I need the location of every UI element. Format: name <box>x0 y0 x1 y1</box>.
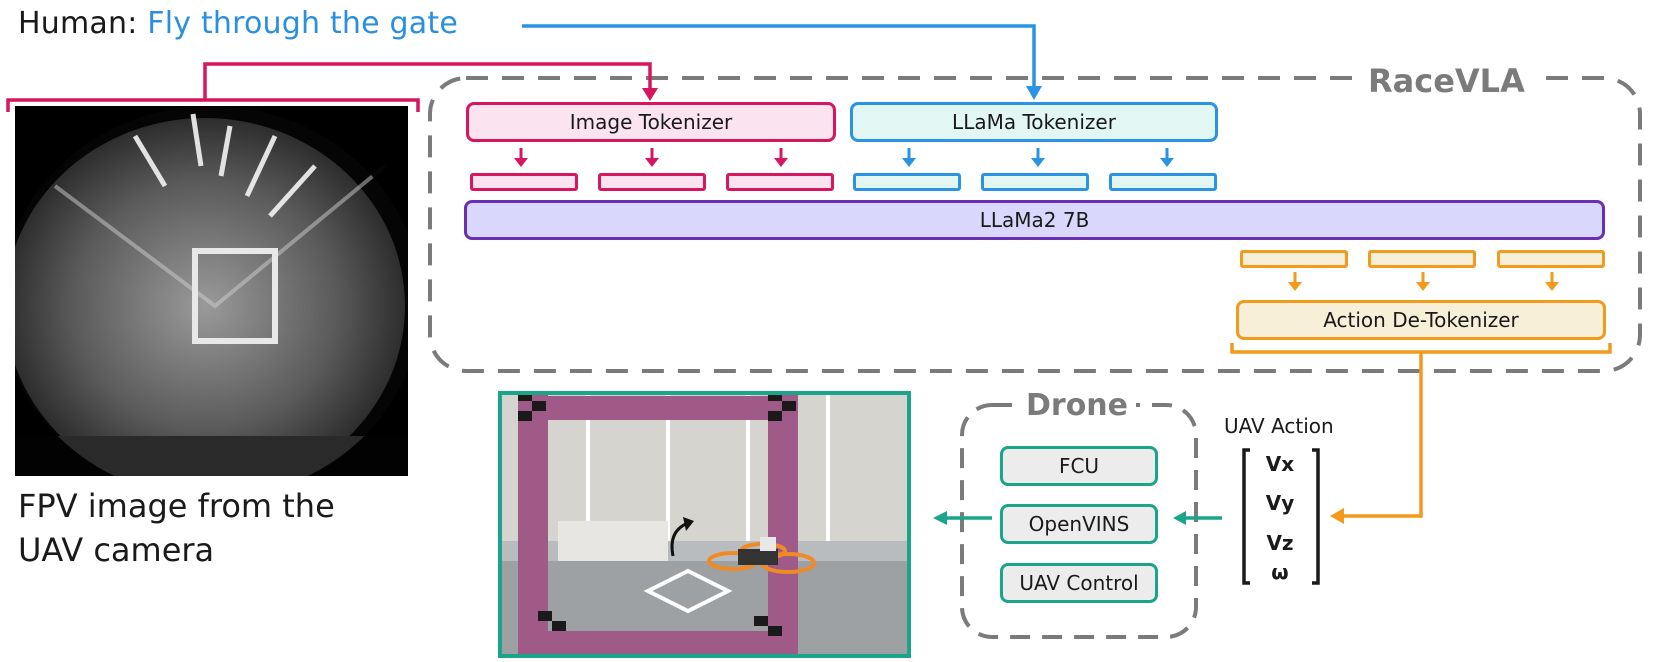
vy-component: Vy <box>1265 491 1295 515</box>
fpv-camera-image <box>15 106 408 476</box>
drone-container <box>960 403 1198 639</box>
openvins-module: OpenVINS <box>1000 504 1158 544</box>
uav-action-vector: Vx Vy Vz ω <box>1244 444 1316 584</box>
racevla-container <box>428 76 1642 373</box>
vector-right-bracket <box>1312 448 1320 585</box>
uav-action-label: UAV Action <box>1224 414 1334 438</box>
fpv-caption-line2: UAV camera <box>18 531 215 569</box>
text-token <box>853 173 961 191</box>
vector-left-bracket <box>1242 448 1250 585</box>
llama-tokenizer: LLaMa Tokenizer <box>850 102 1218 142</box>
instruction-text: Fly through the gate <box>147 6 458 41</box>
action-token <box>1497 250 1605 268</box>
llama-tokenizer-arrowhead <box>1026 86 1042 100</box>
text-token <box>1109 173 1217 191</box>
omega-component: ω <box>1271 560 1289 584</box>
vx-component: Vx <box>1265 452 1295 476</box>
image-token <box>598 173 706 191</box>
fpv-caption-line1: FPV image from the <box>18 487 335 525</box>
vz-component: Vz <box>1266 531 1294 555</box>
image-tokenizer: Image Tokenizer <box>466 102 836 142</box>
action-token <box>1240 250 1348 268</box>
fcu-module: FCU <box>1000 446 1158 486</box>
drone-arrows <box>933 511 1222 525</box>
racevla-title: RaceVLA <box>1360 62 1533 100</box>
drone-title: Drone <box>1018 388 1137 423</box>
fpv-bracket <box>6 98 420 112</box>
text-token-arrows <box>902 148 1174 167</box>
llm-backbone: LLaMa2 7B <box>464 200 1605 240</box>
drone-gate-photo <box>498 391 911 658</box>
image-token <box>470 173 578 191</box>
action-token-arrows <box>1288 272 1559 291</box>
text-token <box>981 173 1089 191</box>
detokenizer-bracket <box>1230 343 1612 354</box>
image-tokenizer-arrowhead <box>642 88 658 101</box>
action-arrowhead <box>1330 508 1344 524</box>
action-detokenizer: Action De-Tokenizer <box>1236 300 1606 340</box>
image-to-tokenizer-line <box>203 62 652 100</box>
drone-photo-frame <box>498 391 911 658</box>
action-token <box>1368 250 1476 268</box>
uav-control-module: UAV Control <box>1000 563 1158 603</box>
human-prefix: Human: <box>18 6 138 41</box>
human-instruction: Human: Fly through the gate <box>18 6 458 41</box>
image-token <box>726 173 834 191</box>
fpv-caption: FPV image from the UAV camera <box>18 484 335 572</box>
instruction-to-tokenizer-line <box>522 24 1036 90</box>
detokenizer-to-action-line <box>1342 352 1423 518</box>
image-token-arrows <box>514 148 788 167</box>
